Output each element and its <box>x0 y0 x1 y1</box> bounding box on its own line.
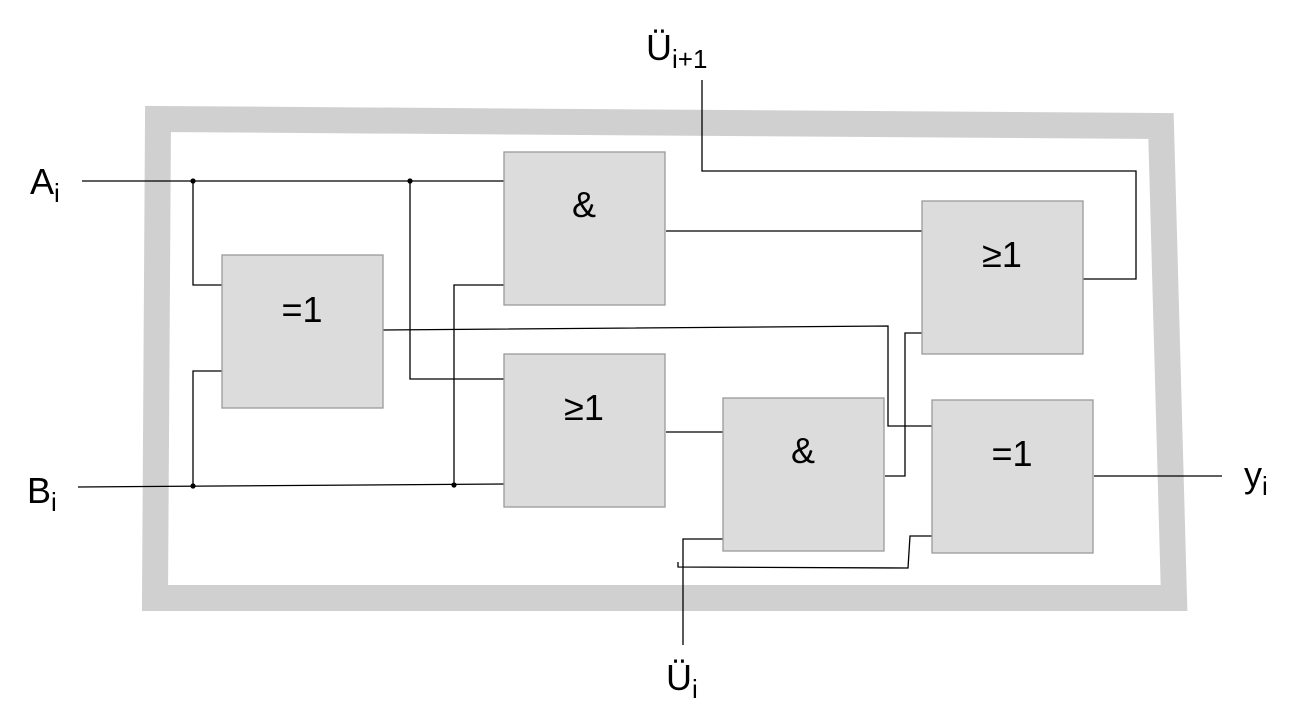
gate-label: ≥1 <box>564 387 604 428</box>
gate-or-ab: ≥1 <box>503 353 666 508</box>
label-carry-in: Üi <box>666 657 698 704</box>
junctions <box>190 178 457 489</box>
wire-a-to-xor <box>192 181 222 286</box>
label-output-y: yi <box>1244 454 1268 501</box>
gate-label: =1 <box>281 289 322 330</box>
wire-b-to-xor <box>192 370 222 486</box>
gate-or-carry: ≥1 <box>921 200 1084 355</box>
gate-label: & <box>572 184 596 225</box>
junction-dot <box>190 178 196 184</box>
gate-and-ab: & <box>503 151 666 306</box>
wires <box>77 80 1222 645</box>
gate-and-carry: & <box>722 397 885 552</box>
gate-label: ≥1 <box>982 234 1022 275</box>
wire-and-carry-to-carry-or <box>885 332 922 477</box>
gate-label: =1 <box>991 433 1032 474</box>
gate-label: & <box>791 430 815 471</box>
junction-dot <box>407 178 413 184</box>
wire-a-to-or <box>409 181 504 380</box>
wire-xor-to-final-xor <box>382 325 932 427</box>
junction-dot <box>190 483 196 489</box>
wire-carry-out <box>701 80 1137 280</box>
label-input-a: Ai <box>30 161 60 208</box>
gate-xor-input: =1 <box>221 254 384 409</box>
circuit-frame <box>141 105 1188 611</box>
gate-xor-output: =1 <box>931 399 1094 554</box>
label-input-b: Bi <box>27 470 57 517</box>
wire-carry-in-to-and <box>682 538 723 645</box>
wire-b-to-and <box>453 284 504 485</box>
wire-b-input <box>77 483 505 488</box>
label-carry-out: Üi+1 <box>646 27 707 74</box>
junction-dot <box>451 482 457 488</box>
wire-carry-in-to-xor <box>677 535 932 569</box>
